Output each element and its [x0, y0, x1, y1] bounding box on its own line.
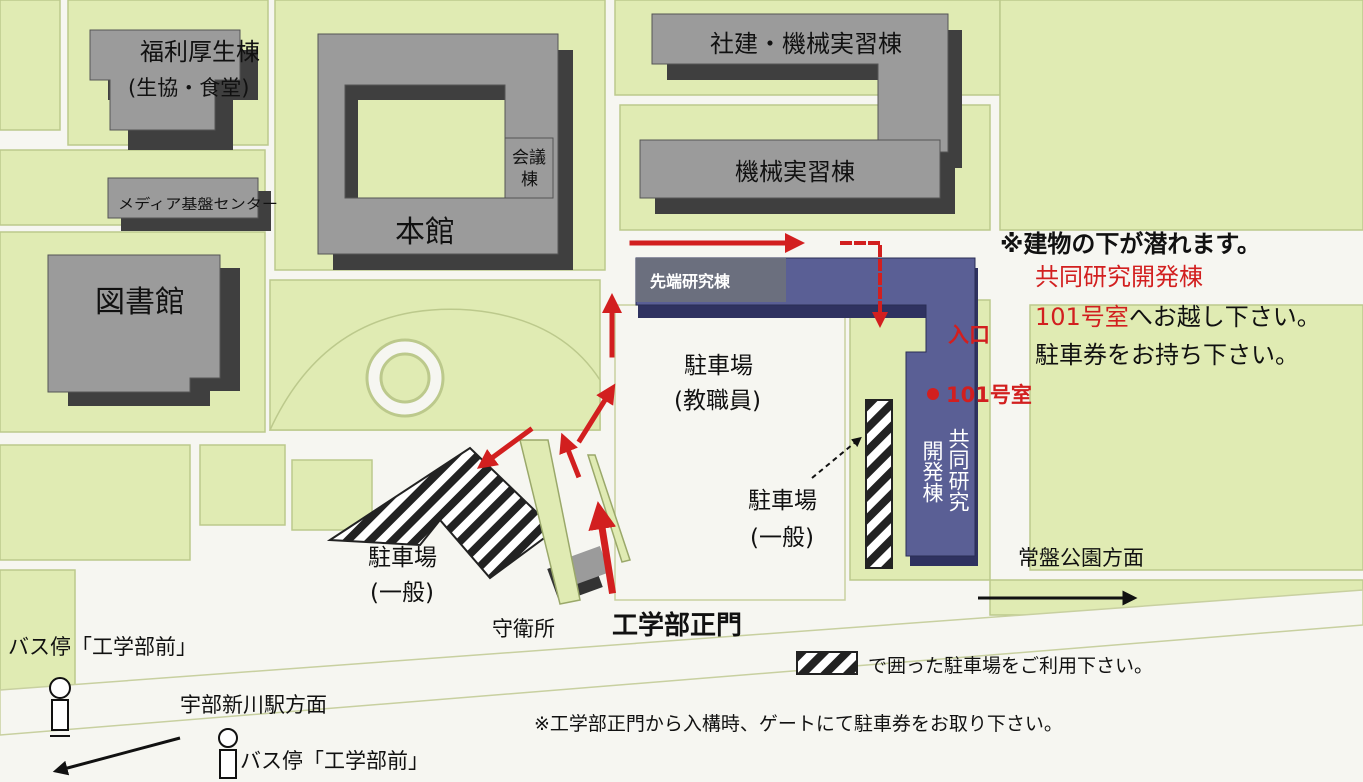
note-visit-line2: 101号室へお越し下さい。 — [1035, 303, 1321, 331]
label-ube-station: 宇部新川駅方面 — [180, 693, 327, 717]
note-visit-room: 101号室 — [1035, 303, 1129, 331]
direction-arrows — [52, 436, 1138, 776]
label-parking-general-right-1: 駐車場 — [748, 488, 817, 514]
label-workshop-social: 社建・機械実習棟 — [710, 30, 902, 58]
label-parking-general-left-2: (一般) — [370, 580, 434, 606]
label-room: 101号室 — [946, 383, 1032, 407]
label-entrance: 入口 — [948, 323, 990, 347]
building-library — [47, 254, 240, 406]
note-parking-use: で囲った駐車場をご利用下さい。 — [868, 655, 1153, 677]
label-library: 図書館 — [95, 285, 185, 320]
label-workshop-mech: 機械実習棟 — [735, 158, 855, 186]
label-advanced-research: 先端研究棟 — [650, 272, 731, 291]
label-parking-staff-1: 駐車場 — [684, 353, 753, 379]
building-main — [317, 33, 573, 270]
parking-staff-area — [614, 304, 846, 601]
label-joint-col1: 共同研究 — [946, 428, 970, 512]
parking-general-left-hatch — [326, 446, 557, 580]
label-bus-stop-2: バス停「工学部前」 — [240, 749, 429, 773]
legend-hatch-swatch — [796, 651, 858, 675]
building-advanced-research — [635, 257, 978, 566]
bus-stop-icon-1 — [49, 677, 71, 737]
note-visit-line1: 共同研究開発棟 — [1035, 263, 1203, 291]
note-gate-ticket: ※工学部正門から入構時、ゲートにて駐車券をお取り下さい。 — [534, 713, 1063, 735]
label-parking-staff-2: (教職員) — [674, 388, 761, 414]
label-main-gate: 工学部正門 — [612, 610, 742, 641]
label-conference-1: 会議 — [512, 148, 546, 168]
label-joint-col2: 開発棟 — [920, 440, 944, 503]
circle-garden — [268, 308, 601, 431]
building-workshop-mech — [639, 139, 955, 214]
parking-general-right-hatch — [865, 399, 893, 569]
route-arrows — [476, 233, 888, 595]
note-visit-suffix: へお越し下さい。 — [1129, 303, 1321, 331]
room-marker-dot — [927, 388, 939, 400]
note-ticket: 駐車券をお持ち下さい。 — [1035, 341, 1299, 369]
label-bus-stop-1: バス停「工学部前」 — [8, 635, 197, 659]
label-conference-2: 棟 — [521, 170, 538, 190]
main-road — [0, 589, 1363, 736]
label-welfare-1: 福利厚生棟 — [140, 38, 260, 66]
label-parking-general-left-1: 駐車場 — [368, 545, 437, 571]
label-main-building: 本館 — [395, 215, 455, 250]
label-media-center: メディア基盤センター — [118, 196, 278, 213]
building-welfare — [89, 29, 258, 150]
bus-stop-icon-2 — [218, 728, 238, 779]
label-guard-house: 守衛所 — [492, 617, 555, 641]
label-welfare-2: (生協・食堂) — [128, 76, 249, 100]
label-parking-general-right-2: (一般) — [750, 525, 814, 551]
label-tokiwa-park: 常盤公園方面 — [1018, 546, 1144, 570]
building-media-center — [107, 177, 271, 231]
note-pass-under: ※建物の下が潜れます。 — [1000, 230, 1261, 258]
